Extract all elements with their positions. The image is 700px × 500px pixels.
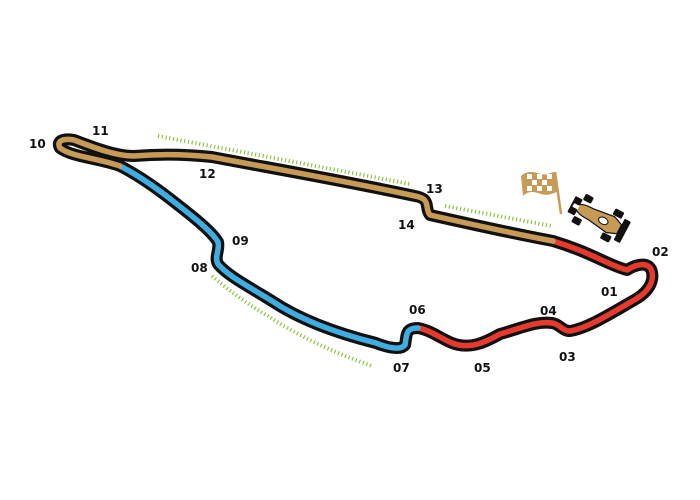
turn-label-04: 04 [540, 304, 557, 318]
turn-label-09: 09 [232, 234, 249, 248]
turn-label-10: 10 [29, 137, 46, 151]
turn-labels: 01 02 03 04 05 06 07 08 09 10 11 12 13 1… [29, 124, 669, 375]
turn-label-12: 12 [199, 167, 216, 181]
track-sector-3 [56, 136, 556, 244]
turn-label-07: 07 [393, 361, 410, 375]
turn-label-05: 05 [474, 361, 491, 375]
turn-label-13: 13 [426, 182, 443, 196]
track-sector-1 [415, 238, 656, 349]
turn-label-03: 03 [559, 350, 576, 364]
curbs [157, 134, 553, 368]
turn-label-11: 11 [92, 124, 109, 138]
turn-label-06: 06 [409, 303, 426, 317]
curb-sector-2 [210, 274, 373, 368]
checkered-flag-icon [521, 171, 563, 215]
race-car-icon [567, 194, 631, 243]
turn-label-02: 02 [652, 245, 669, 259]
turn-label-01: 01 [601, 285, 618, 299]
turn-label-08: 08 [191, 261, 208, 275]
track-sector-2 [117, 163, 421, 351]
turn-label-14: 14 [398, 218, 415, 232]
curb-main-straight [157, 134, 411, 186]
